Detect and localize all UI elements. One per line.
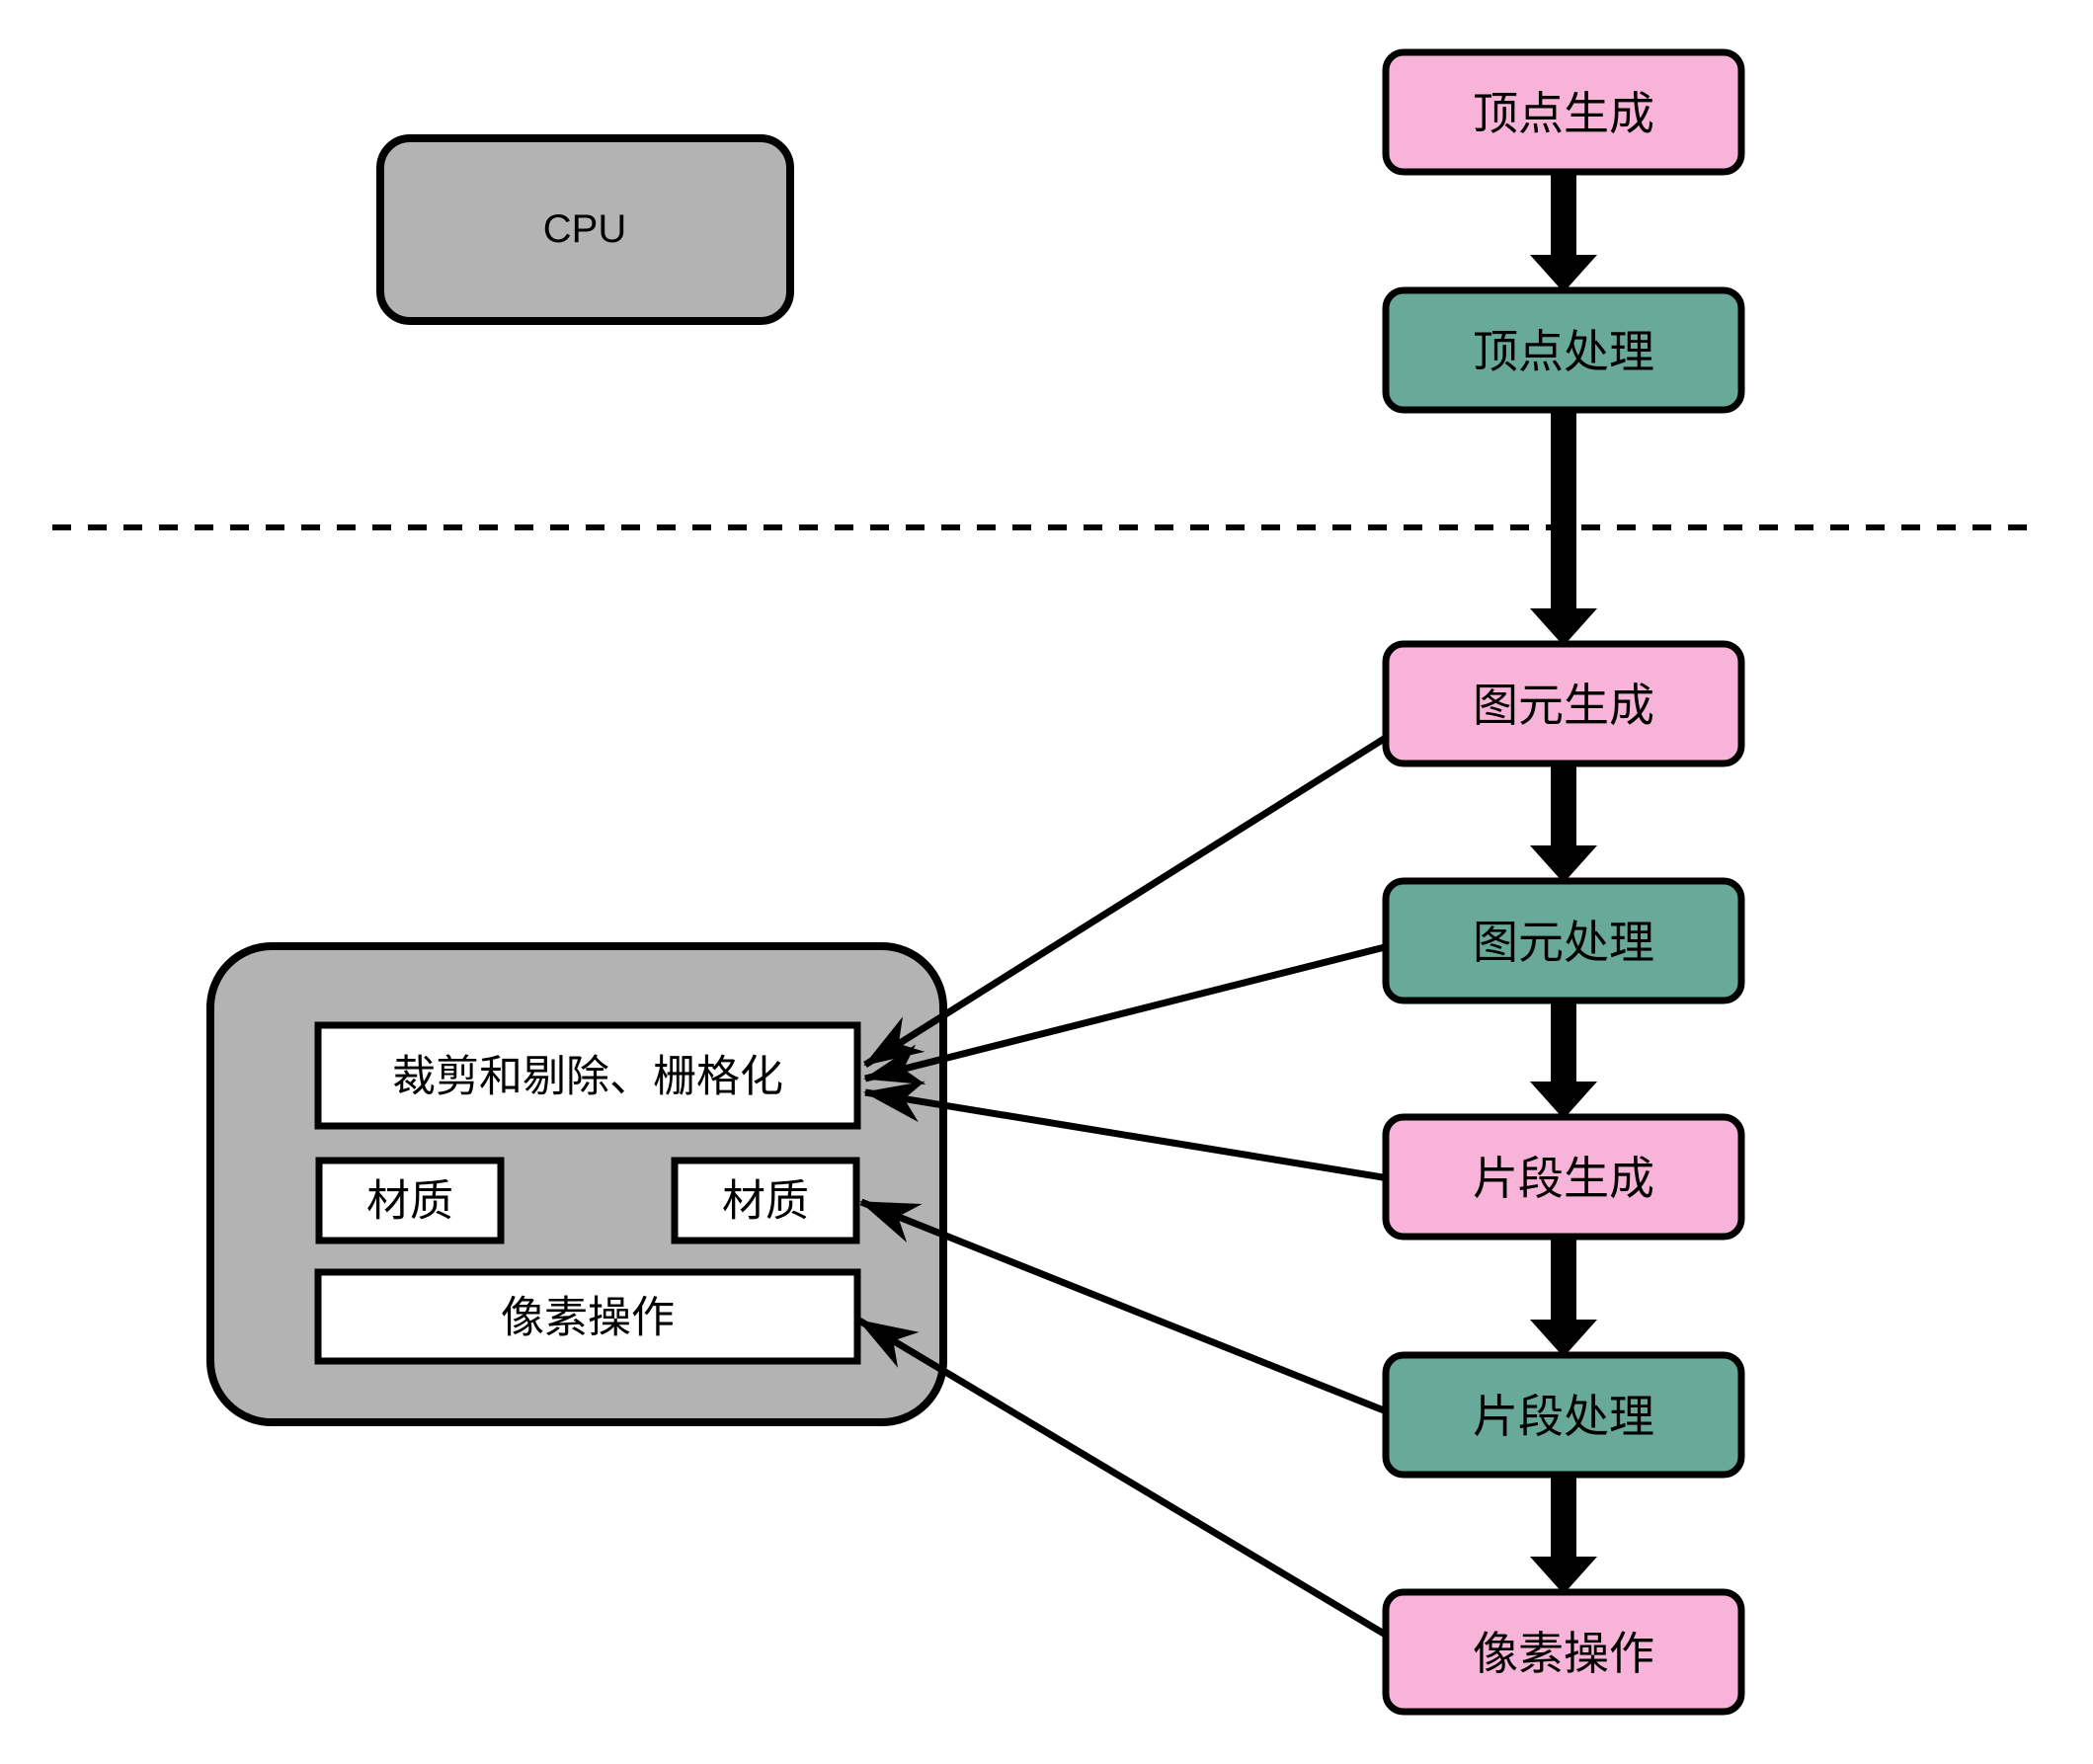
stage-vertex-processing-label: 顶点处理 [1473, 326, 1654, 377]
stage-vertex-processing: 顶点处理 [1382, 286, 1745, 414]
gpu-hardware-block: 裁剪和剔除、栅格化 材质 材质 像素操作 [206, 942, 947, 1426]
stage-primitive-processing: 图元处理 [1382, 877, 1745, 1004]
stage-primitive-processing-shape [1382, 877, 1745, 1004]
stage-vertex-generation-label: 顶点生成 [1473, 88, 1654, 139]
texture-right-label: 材质 [722, 1177, 809, 1226]
arrow-fragment-processing-to-texture [859, 1198, 1391, 1416]
arrow-primitive-processing-to-clip-cull-raster [863, 942, 1390, 1085]
arrow-vertex-generation-to-vertex-processing [1530, 170, 1597, 292]
stage-pixel-operations: 像素操作 [1382, 1588, 1745, 1716]
stage-primitive-generation: 图元生成 [1382, 640, 1745, 767]
texture-left-label: 材质 [366, 1177, 453, 1226]
arrow-fragment-processing-to-pixel-operations [1530, 1473, 1597, 1594]
arrow-fragment-generation-to-clip-cull-raster [863, 1081, 1390, 1182]
stage-fragment-processing-label: 片段处理 [1473, 1391, 1654, 1442]
stage-fragment-processing: 片段处理 [1382, 1351, 1745, 1479]
stage-fragment-generation-shape [1382, 1113, 1745, 1241]
stage-vertex-processing-shape [1382, 286, 1745, 414]
arrow-primitive-processing-to-fragment-generation [1530, 999, 1597, 1119]
cpu-box-label: CPU [543, 207, 626, 251]
texture-left-box [315, 1157, 505, 1244]
stage-vertex-generation-shape [1382, 48, 1745, 176]
clip-cull-raster-label: 裁剪和剔除、栅格化 [392, 1053, 783, 1101]
stage-pixel-operations-label: 像素操作 [1473, 1628, 1654, 1679]
arrow-primitive-generation-to-clip-cull-raster [863, 733, 1391, 1068]
clip-cull-raster-box [314, 1021, 861, 1130]
pipeline-flow-arrows [1530, 170, 1597, 1594]
arrow-fragment-generation-to-fragment-processing [1530, 1235, 1597, 1357]
stage-pixel-operations-shape [1382, 1588, 1745, 1716]
pixel-ops-hw-label: 像素操作 [501, 1294, 675, 1342]
stage-vertex-generation: 顶点生成 [1382, 48, 1745, 176]
stage-primitive-generation-label: 图元生成 [1473, 680, 1654, 731]
texture-right-box [671, 1157, 860, 1244]
arrow-vertex-processing-to-primitive-generation [1530, 408, 1597, 646]
cpu-box-shape [376, 134, 794, 325]
stage-fragment-generation-label: 片段生成 [1473, 1153, 1654, 1204]
stage-fragment-generation: 片段生成 [1382, 1113, 1745, 1241]
stage-primitive-processing-label: 图元处理 [1473, 917, 1654, 968]
pixel-ops-hw-box [314, 1268, 861, 1365]
stage-primitive-generation-shape [1382, 640, 1745, 767]
mapping-arrows [857, 733, 1391, 1641]
pipeline-stages: 顶点生成 顶点处理 图元生成 图元处理 片段生成 片段处理 像素操作 [1382, 48, 1745, 1716]
stage-fragment-processing-shape [1382, 1351, 1745, 1479]
arrow-pixel-operations-to-pixel-ops-hw [857, 1317, 1391, 1641]
cpu-box: CPU [376, 134, 794, 325]
arrow-primitive-generation-to-primitive-processing [1530, 762, 1597, 883]
